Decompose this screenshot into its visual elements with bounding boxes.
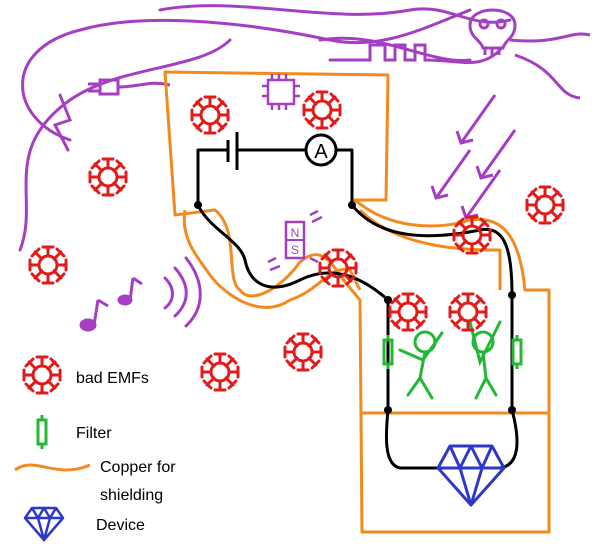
legend-diamond-icon bbox=[23, 506, 65, 542]
legend-item-filter: Filter bbox=[36, 413, 112, 451]
magnet-icon: N S bbox=[267, 209, 323, 272]
legend-device-label: Device bbox=[96, 517, 145, 534]
magnet-south-label: S bbox=[291, 243, 299, 257]
copper-shielding bbox=[163, 70, 551, 534]
legend-item-device: Device bbox=[23, 506, 145, 542]
device-diamond-icon bbox=[436, 444, 506, 507]
legend-filter-label: Filter bbox=[76, 425, 112, 442]
legend-copper-label-1: Copper for bbox=[100, 459, 176, 476]
chip-icon bbox=[262, 74, 300, 110]
legend-copper-label-2: shielding bbox=[100, 487, 163, 504]
people bbox=[398, 320, 502, 400]
skull-icon bbox=[468, 8, 591, 100]
ammeter: A bbox=[304, 133, 338, 167]
legend-item-copper: Copper for shielding bbox=[14, 459, 176, 504]
legend-item-bad-emfs: bad EMFs bbox=[22, 355, 149, 395]
plug-icon bbox=[88, 78, 171, 96]
copper-swatch bbox=[14, 463, 91, 472]
music-note-icon bbox=[79, 276, 143, 332]
magnet-north-label: N bbox=[291, 226, 300, 240]
legend-bad-emfs-label: bad EMFs bbox=[76, 370, 149, 387]
interference-signals bbox=[18, 4, 512, 252]
radiation-arrows bbox=[430, 93, 517, 220]
ammeter-label: A bbox=[314, 141, 328, 163]
sound-waves bbox=[163, 256, 202, 328]
junction-dots bbox=[194, 201, 516, 414]
legend: bad EMFs Filter Copper for shielding Dev… bbox=[14, 355, 176, 542]
